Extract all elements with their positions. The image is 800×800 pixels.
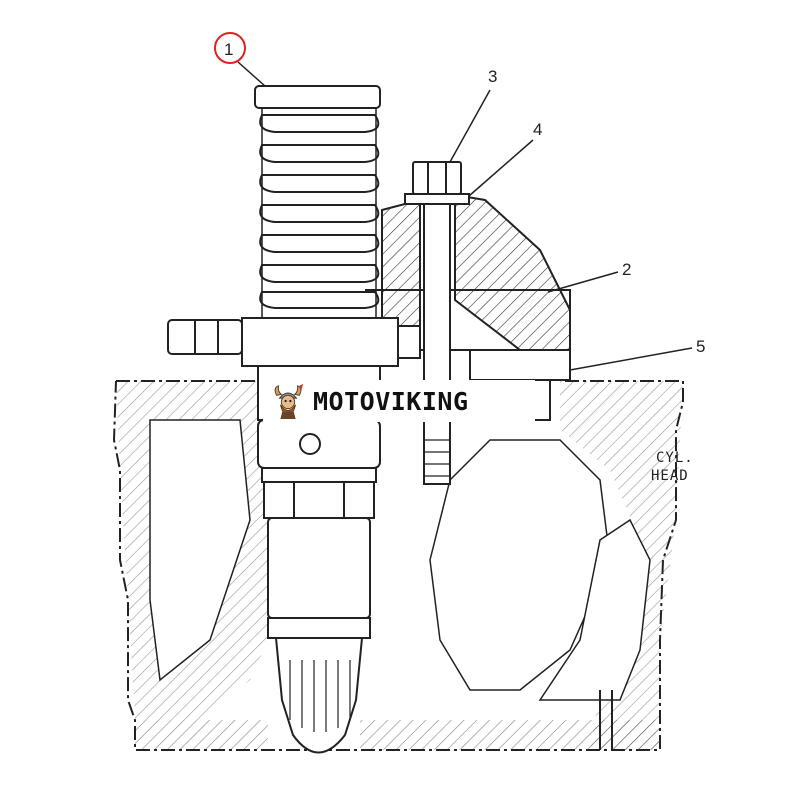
- clamp-bolt: [404, 161, 470, 485]
- injector-spring: [259, 114, 380, 309]
- injector-rack: [167, 319, 243, 355]
- callout-1-leader: [237, 61, 266, 87]
- cylinder-head-bottom-hatch: [135, 720, 660, 750]
- injector-tip: [274, 637, 364, 754]
- injector-nut: [263, 481, 375, 519]
- bolt-washer: [404, 193, 470, 205]
- callouts: 1 3 4 2 5 CYL. HEAD: [214, 32, 705, 484]
- viking-mascot-icon: [274, 383, 304, 420]
- callout-4-leader: [468, 139, 534, 197]
- cylinder-head: [112, 380, 684, 751]
- callout-1-highlight-circle: [214, 32, 246, 64]
- callout-3-label: 3: [488, 67, 497, 86]
- callout-2-label: 2: [622, 260, 631, 279]
- watermark-text: MOTOVIKING: [313, 386, 469, 416]
- cylinder-head-label-line2: HEAD: [651, 468, 689, 484]
- cylinder-head-label-line1: CYL.: [656, 450, 694, 466]
- callout-1-label: 1: [224, 40, 233, 59]
- cylinder-head-inner-cavity: [149, 419, 611, 691]
- callout-4-label: 4: [533, 120, 542, 139]
- callout-3-leader: [449, 89, 491, 163]
- injector-clamp: [365, 193, 571, 351]
- callout-2-leader: [547, 271, 619, 293]
- watermark-banner: MOTOVIKING: [263, 380, 535, 422]
- cylinder-head-coolant-passage: [538, 518, 651, 701]
- callout-5-leader: [569, 347, 693, 371]
- injector-spring-cap: [254, 85, 381, 109]
- callout-5-label: 5: [696, 337, 705, 356]
- cylinder-head-hatch-right: [560, 381, 683, 750]
